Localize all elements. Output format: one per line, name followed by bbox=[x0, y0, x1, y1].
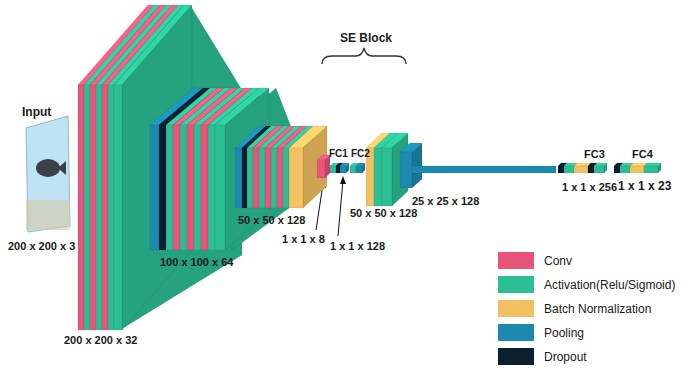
se-bracket bbox=[322, 48, 406, 64]
layer-slab-front bbox=[574, 166, 588, 173]
layer-label: 50 x 50 x 128 bbox=[350, 207, 417, 219]
layer-label: 1 x 1 x 256 bbox=[562, 181, 617, 193]
layer-slab-front bbox=[215, 125, 225, 250]
layer-slab-front bbox=[235, 148, 242, 208]
layer-slab-front bbox=[630, 166, 644, 173]
layer-slab-front bbox=[187, 125, 194, 250]
layer-slab-front bbox=[277, 148, 283, 208]
input-image-fish-tail bbox=[58, 161, 66, 175]
legend-row: Conv bbox=[498, 252, 572, 269]
legend-text: Dropout bbox=[544, 350, 587, 364]
layer-slab-front bbox=[356, 166, 362, 173]
legend-swatch bbox=[498, 252, 534, 269]
legend-text: Pooling bbox=[544, 326, 584, 340]
layer-slab-side bbox=[362, 163, 365, 173]
legend-swatch bbox=[498, 300, 534, 317]
layer-slab-front bbox=[350, 166, 356, 173]
layer-slab-front bbox=[96, 85, 102, 330]
layer-label: FC4 bbox=[632, 148, 653, 160]
layer-slab-front bbox=[330, 166, 336, 173]
leader-line bbox=[338, 180, 343, 236]
layer-slab-front bbox=[289, 148, 303, 208]
layer-slab-front bbox=[194, 125, 201, 250]
legend-row: Dropout bbox=[498, 348, 587, 365]
input-image-sand bbox=[26, 200, 70, 230]
layer-slab-front bbox=[173, 125, 180, 250]
layer-slab-front bbox=[102, 85, 108, 330]
layer-slab-side bbox=[604, 163, 607, 173]
layer-label: FC2 bbox=[351, 148, 370, 159]
layer-slab-front bbox=[564, 166, 574, 173]
layer-slab-front bbox=[340, 166, 346, 173]
layer-slab-front bbox=[253, 148, 259, 208]
layer-slab-front bbox=[159, 125, 166, 250]
legend-text: Conv bbox=[544, 254, 572, 268]
layer-slab-front bbox=[166, 125, 173, 250]
layer-slab-side bbox=[122, 5, 192, 330]
layer-label: Input bbox=[22, 106, 51, 119]
legend-row: Batch Normalization bbox=[498, 300, 651, 317]
layer-slab-front bbox=[265, 148, 271, 208]
layer-slab-front bbox=[78, 85, 84, 330]
layer-slab-front bbox=[620, 166, 630, 173]
layer-slab-front bbox=[271, 148, 277, 208]
legend-text: Activation(Relu/Sigmoid) bbox=[544, 278, 675, 292]
legend-swatch bbox=[498, 324, 534, 341]
layer-slab-front bbox=[317, 160, 325, 178]
layer-slab-front bbox=[247, 148, 253, 208]
layer-slab-side bbox=[412, 143, 422, 188]
leader-arrowhead bbox=[340, 176, 346, 184]
layer-slab-front bbox=[201, 125, 208, 250]
layer-slab-front bbox=[644, 166, 658, 173]
layer-label: 1 x 1 x 8 bbox=[282, 233, 325, 245]
layer-slab-front bbox=[283, 148, 289, 208]
layer-label: 50 x 50 x 128 bbox=[238, 214, 305, 226]
legend-swatch bbox=[498, 348, 534, 365]
layer-slab-front bbox=[114, 85, 122, 330]
layer-label: 200 x 200 x 3 bbox=[8, 240, 75, 252]
layer-slab-front bbox=[180, 125, 187, 250]
legend-text: Batch Normalization bbox=[544, 302, 651, 316]
layer-slab-front bbox=[558, 166, 564, 173]
input-image-fish bbox=[36, 159, 60, 177]
input-image bbox=[26, 116, 70, 232]
layer-slab-side bbox=[346, 163, 349, 173]
layer-slab-front bbox=[594, 166, 604, 173]
layer-label: 100 x 100 x 64 bbox=[160, 256, 233, 268]
layer-label: 25 x 25 x 128 bbox=[412, 195, 479, 207]
layer-slab-front bbox=[374, 148, 382, 206]
layer-slab-front bbox=[259, 148, 265, 208]
layer-slab-side bbox=[658, 163, 661, 173]
layer-slab-front bbox=[84, 85, 90, 330]
legend-swatch bbox=[498, 276, 534, 293]
layer-slab-front bbox=[614, 166, 620, 173]
layer-label: FC1 bbox=[329, 148, 348, 159]
legend-row: Activation(Relu/Sigmoid) bbox=[498, 276, 675, 293]
layer-label: FC3 bbox=[584, 148, 605, 160]
layer-slab-front bbox=[336, 166, 340, 173]
layer-label: 1 x 1 x 128 bbox=[330, 240, 385, 252]
layer-slab-front bbox=[90, 85, 96, 330]
layer-slab-front bbox=[208, 125, 215, 250]
layer-slab-front bbox=[588, 166, 594, 173]
layer-slab-front bbox=[242, 148, 247, 208]
layer-label: 200 x 200 x 32 bbox=[64, 334, 137, 346]
layer-slab-front bbox=[108, 85, 114, 330]
flatten-bar bbox=[412, 166, 556, 173]
layer-slab-side bbox=[303, 126, 327, 208]
layer-slab-front bbox=[150, 125, 159, 250]
layer-label: 1 x 1 x 23 bbox=[618, 180, 671, 193]
layer-slab-front bbox=[400, 152, 412, 188]
layer-slab-front bbox=[382, 148, 392, 206]
layer-label: SE Block bbox=[340, 32, 392, 45]
legend-row: Pooling bbox=[498, 324, 584, 341]
